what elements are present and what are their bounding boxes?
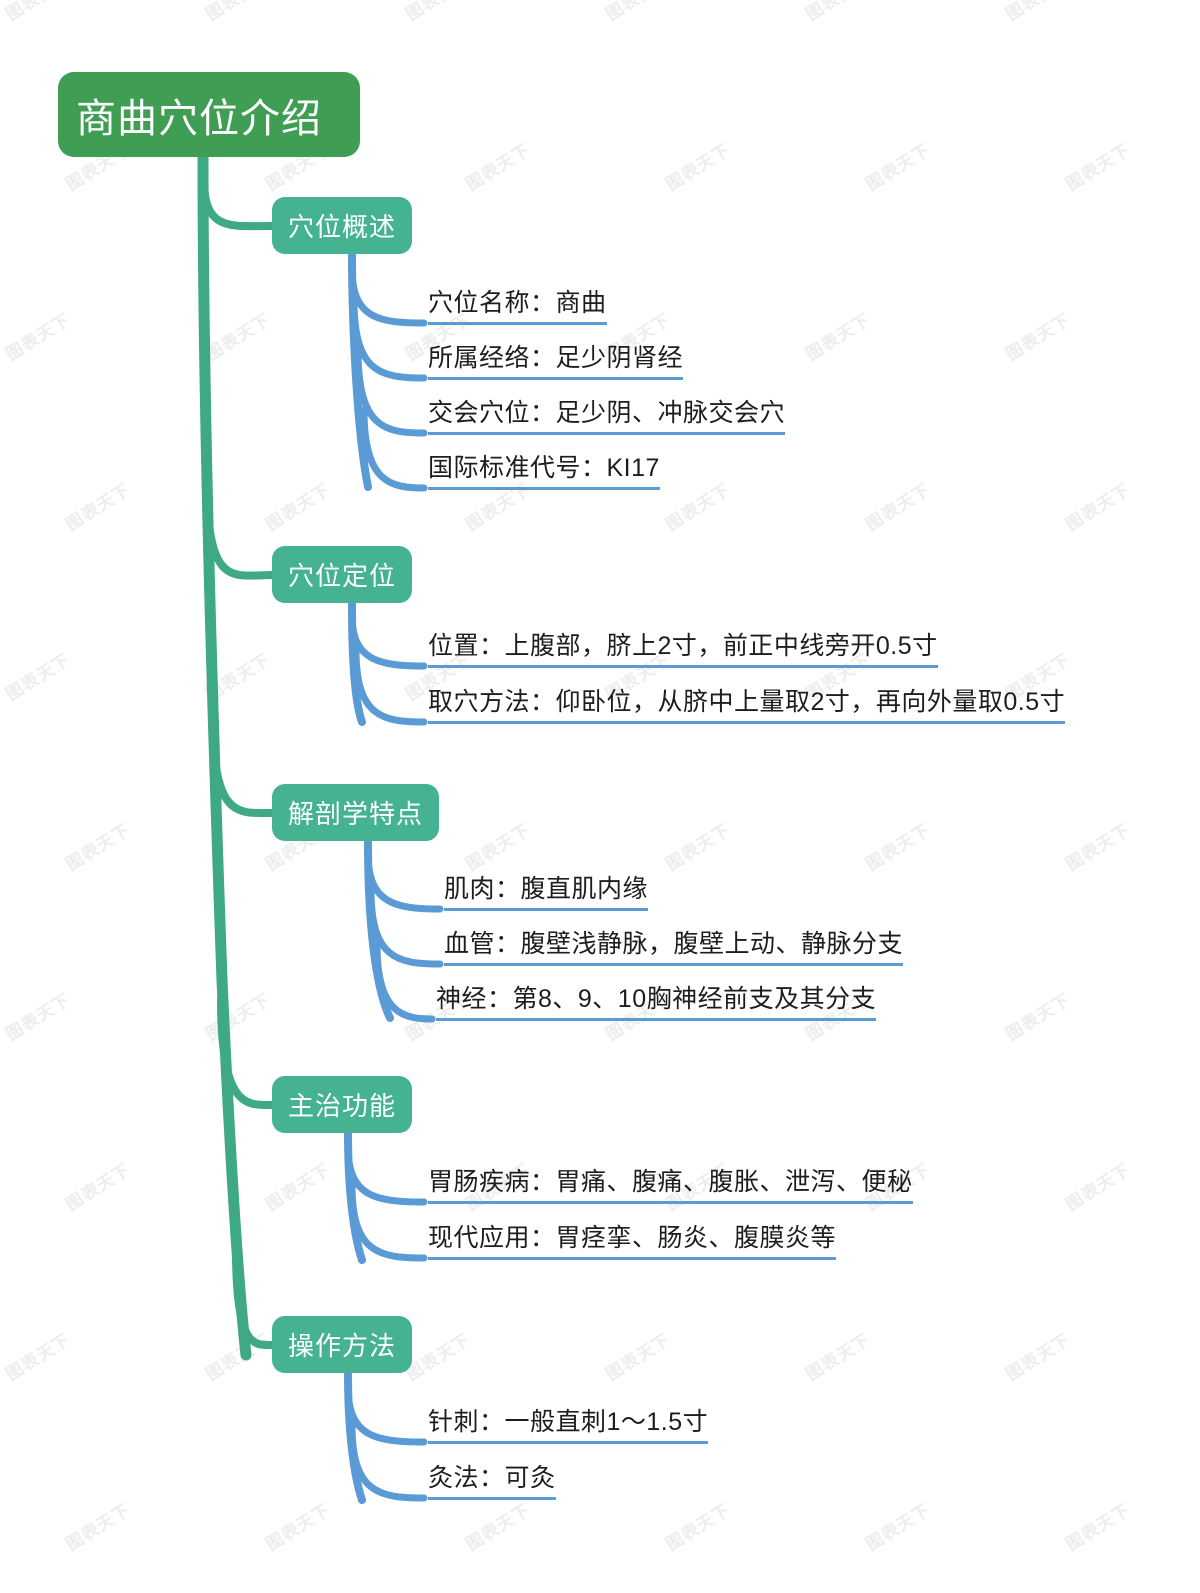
branch-connector-1	[200, 176, 276, 231]
leaf-item[interactable]: 取穴方法：仰卧位，从脐中上量取2寸，再向外量取0.5寸	[428, 688, 1066, 724]
branch-node-2-label: 穴位定位	[288, 561, 397, 591]
leaf-item[interactable]: 肌肉：腹直肌内缘	[444, 875, 649, 911]
leaf-connector-3-2	[367, 886, 444, 968]
trunk-line	[197, 151, 252, 1361]
leaf-connector-1-1	[348, 264, 428, 327]
branch-node-4[interactable]: 主治功能	[272, 1076, 413, 1133]
leaf-item[interactable]: 灸法：可灸	[428, 1464, 556, 1500]
leaf-connector-5-1	[344, 1382, 428, 1446]
leaf-item[interactable]: 位置：上腹部，脐上2寸，前正中线旁开0.5寸	[428, 632, 938, 668]
leaf-item[interactable]: 所属经络：足少阴肾经	[428, 344, 684, 380]
branch-connector-4	[217, 996, 276, 1110]
branch-connector-5	[232, 1246, 276, 1350]
branch-node-4-label: 主治功能	[288, 1091, 397, 1121]
leaf-item[interactable]: 血管：腹壁浅静脉，腹壁上动、静脉分支	[444, 930, 904, 966]
leaf-item[interactable]: 神经：第8、9、10胸神经前支及其分支	[436, 985, 877, 1021]
leaf-connector-1-4	[360, 406, 428, 492]
branch-node-1[interactable]: 穴位概述	[272, 197, 413, 254]
leaf-item[interactable]: 国际标准代号：KI17	[428, 454, 660, 490]
branch-node-3[interactable]: 解剖学特点	[272, 784, 440, 841]
leaf-connector-4-2	[348, 1181, 428, 1262]
leaf-connector-5-2	[348, 1421, 428, 1502]
branch-node-5-label: 操作方法	[288, 1331, 397, 1361]
leaf-item[interactable]: 交会穴位：足少阴、冲脉交会穴	[428, 399, 786, 435]
leaf-item[interactable]: 针刺：一般直刺1～1.5寸	[428, 1408, 709, 1444]
branch-node-2[interactable]: 穴位定位	[272, 546, 413, 603]
branch-connector-2	[203, 476, 276, 580]
branch-node-3-label: 解剖学特点	[288, 799, 424, 829]
leaf-item[interactable]: 胃肠疾病：胃痛、腹痛、腹胀、泄泻、便秘	[428, 1168, 913, 1204]
leaf-item[interactable]: 穴位名称：商曲	[428, 289, 607, 325]
leaf-connector-1-2	[350, 296, 428, 382]
leaf-connector-4-1	[344, 1142, 428, 1206]
leaf-connector-3-1	[364, 849, 444, 913]
leaf-connector-1-3	[354, 346, 428, 437]
leaf-item[interactable]: 现代应用：胃痉挛、肠炎、腹膜炎等	[428, 1224, 837, 1260]
root-node[interactable]: 商曲穴位介绍	[58, 72, 360, 157]
branch-connector-3	[209, 716, 276, 818]
branch-node-1-label: 穴位概述	[288, 212, 397, 242]
root-node-label: 商曲穴位介绍	[76, 96, 322, 141]
leaf-connector-2-2	[352, 646, 428, 726]
leaf-connector-2-1	[348, 611, 428, 670]
leaf-connector-3-3	[373, 941, 436, 1023]
branch-node-5[interactable]: 操作方法	[272, 1316, 413, 1373]
